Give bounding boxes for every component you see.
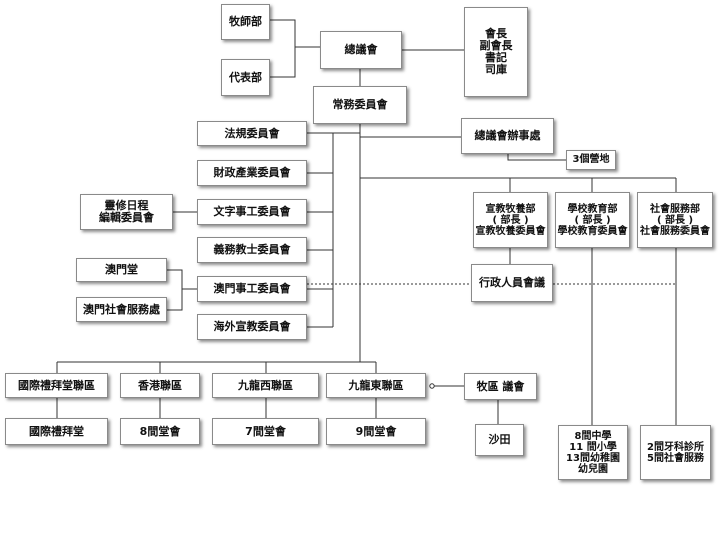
pastoral-dept-label: 牧師部 [229,15,262,28]
calendar-committee-line1: 靈修日程 [104,199,149,212]
literature-committee-box: 文字事工委員會 [197,199,307,225]
officer-secretary: 書記 [485,51,507,64]
connector-dot [429,383,435,389]
social-dept-head: ( 部長 ) [656,214,694,226]
hk-district-label: 香港聯區 [138,378,182,392]
literature-committee-label: 文字事工委員會 [213,205,291,218]
admin-meeting-box: 行政人員會議 [471,264,553,302]
standing-committee-label: 常務委員會 [332,98,388,111]
intl-church-box: 國際禮拜堂 [5,418,108,445]
pastoral-district-council-label: 牧區 議會 [476,379,525,393]
admin-meeting-label: 行政人員會議 [479,276,545,289]
klnw-district-label: 九龍西聯區 [238,378,293,392]
klnw-churches-label: 7間堂會 [245,424,286,438]
mission-dept-box: 宣教牧養部 ( 部長 ) 宣教牧養委員會 [473,192,548,248]
campsites-label: 3個營地 [572,154,610,165]
klne-churches-label: 9間堂會 [355,424,397,438]
pastoral-dept-box: 牧師部 [221,4,270,40]
macau-social-service-label: 澳門社會服務處 [83,302,160,316]
macau-church-label: 澳門堂 [105,263,138,276]
rep-dept-box: 代表部 [221,59,270,96]
mission-dept-head: ( 部長 ) [492,214,529,226]
education-dept-box: 學校教育部 ( 部長 ) 學校教育委員會 [555,192,630,248]
schools-nursery: 幼兒園 [578,463,608,475]
connector-macau [167,269,183,311]
assembly-office-label: 總議會辦事處 [474,129,541,142]
klnw-churches-box: 7間堂會 [212,418,319,445]
social-dept-box: 社會服務部 ( 部長 ) 社會服務委員會 [637,192,713,248]
regulations-committee-box: 法規委員會 [197,121,307,146]
overseas-committee-label: 海外宣教委員會 [213,320,291,333]
connector-rep-general [270,47,296,78]
shatin-label: 沙田 [488,433,511,446]
schools-primary: 11 間小學 [569,441,617,453]
shatin-box: 沙田 [475,424,524,456]
social-dept-name: 社會服務部 [650,203,700,215]
social-services-box: 2間牙科診所 5間社會服務 [640,425,711,480]
connector-pastoral-general [270,19,320,48]
schools-secondary: 8間中學 [574,430,612,442]
officer-treasurer: 司庫 [485,63,507,76]
pastoral-staff-committee-label: 義務教士委員會 [213,243,291,256]
schools-box: 8間中學 11 間小學 13間幼稚園 幼兒園 [558,425,628,480]
mission-dept-committee: 宣教牧養委員會 [475,225,546,237]
finance-committee-box: 財政產業委員會 [197,160,307,186]
rep-dept-label: 代表部 [229,70,262,84]
mission-dept-name: 宣教牧養部 [485,203,536,215]
hk-churches-box: 8間堂會 [120,418,200,445]
pastoral-district-council-box: 牧區 議會 [464,373,537,400]
education-dept-name: 學校教育部 [567,203,618,215]
general-assembly-box: 總議會 [320,31,402,69]
education-dept-committee: 學校教育委員會 [557,225,628,237]
standing-committee-box: 常務委員會 [313,86,407,124]
intl-district-box: 國際禮拜堂聯區 [5,373,108,398]
macau-committee-label: 澳門事工委員會 [213,282,291,295]
hk-churches-label: 8間堂會 [139,424,181,438]
macau-committee-box: 澳門事工委員會 [197,276,307,302]
officers-box: 會長 副會長 書記 司庫 [464,7,528,97]
officer-vice-president: 副會長 [479,39,513,52]
social-dept-committee: 社會服務委員會 [640,225,710,237]
education-dept-head: ( 部長 ) [574,214,611,226]
klne-district-label: 九龍東聯區 [348,378,404,392]
officer-president: 會長 [485,27,507,40]
regulations-committee-label: 法規委員會 [224,126,280,140]
intl-district-label: 國際禮拜堂聯區 [18,378,95,392]
dental-clinics: 2間牙科診所 [647,441,704,453]
schools-kindergarten: 13間幼稚園 [566,452,620,464]
macau-social-service-box: 澳門社會服務處 [76,297,167,322]
calendar-committee-box: 靈修日程 編輯委員會 [80,194,173,230]
klnw-district-box: 九龍西聯區 [212,373,319,398]
campsites-box: 3個營地 [566,150,616,170]
general-assembly-label: 總議會 [344,43,378,56]
finance-committee-label: 財政產業委員會 [213,166,291,179]
macau-church-box: 澳門堂 [76,258,167,282]
connector-office-campsites [507,154,566,161]
hk-district-box: 香港聯區 [120,373,200,398]
intl-church-label: 國際禮拜堂 [29,424,84,438]
pastoral-staff-committee-box: 義務教士委員會 [197,237,307,263]
overseas-committee-box: 海外宣教委員會 [197,314,307,340]
calendar-committee-line2: 編輯委員會 [99,211,154,224]
klne-churches-box: 9間堂會 [326,418,426,445]
assembly-office-box: 總議會辦事處 [461,118,554,154]
klne-district-box: 九龍東聯區 [326,373,426,398]
social-service-units: 5間社會服務 [647,452,704,464]
